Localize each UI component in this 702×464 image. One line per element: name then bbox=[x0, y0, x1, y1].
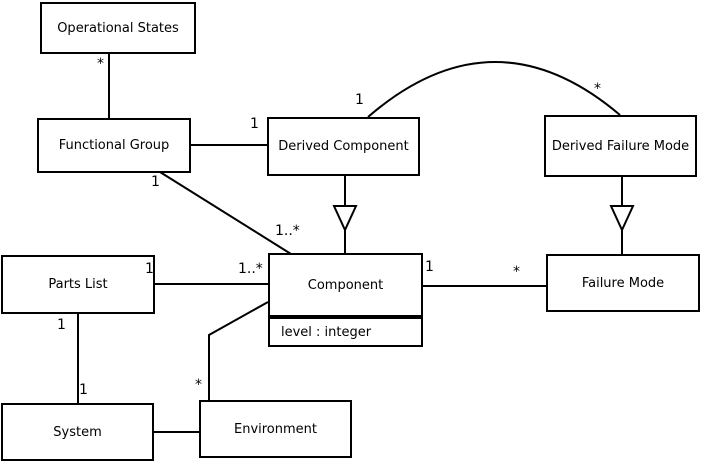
multiplicity-component-left-end: 1..* bbox=[238, 261, 263, 277]
multiplicity-failure-mode-end: * bbox=[513, 264, 520, 280]
class-derived-component: Derived Component bbox=[267, 117, 420, 176]
class-functional-group: Functional Group bbox=[37, 118, 191, 173]
class-component: Component level : integer bbox=[268, 253, 423, 347]
class-parts-list: Parts List bbox=[1, 255, 155, 314]
class-attribute-compartment: level : integer bbox=[270, 317, 421, 345]
class-failure-mode: Failure Mode bbox=[546, 254, 700, 312]
class-name-label: Parts List bbox=[48, 277, 108, 292]
class-attribute-label: level : integer bbox=[281, 324, 372, 340]
class-operational-states: Operational States bbox=[40, 2, 196, 54]
class-name-label: System bbox=[53, 424, 102, 440]
multiplicity-curve-derived-failure-mode-end: * bbox=[594, 81, 601, 97]
class-name-compartment: Component bbox=[270, 255, 421, 317]
class-name-label: Component bbox=[307, 277, 384, 293]
class-system: System bbox=[1, 403, 154, 461]
multiplicity-system-end: 1 bbox=[79, 382, 88, 398]
multiplicity-functional-group-end: 1 bbox=[151, 174, 160, 190]
multiplicity-parts-list-end: 1 bbox=[145, 261, 154, 277]
multiplicity-environment-end: * bbox=[195, 377, 202, 393]
multiplicity-component-top-end: 1..* bbox=[275, 223, 300, 239]
class-name-label: Functional Group bbox=[58, 138, 170, 153]
class-name-label: Environment bbox=[233, 421, 317, 437]
class-environment: Environment bbox=[199, 400, 352, 458]
class-derived-failure-mode: Derived Failure Mode bbox=[544, 115, 697, 177]
class-name-label: Derived Component bbox=[278, 139, 409, 154]
class-name-label: Derived Failure Mode bbox=[551, 138, 690, 154]
class-name-label: Operational States bbox=[57, 20, 179, 36]
multiplicity-operational-states-end: * bbox=[97, 56, 104, 72]
edge-derived-failure-mode-failure-mode-generalization bbox=[609, 176, 635, 255]
edge-functional-group-component bbox=[159, 171, 292, 255]
edge-derived-component-component-generalization bbox=[332, 175, 358, 254]
edge-derived-component-derived-failure-mode bbox=[367, 61, 621, 118]
generalization-arrowhead-icon bbox=[332, 205, 358, 233]
multiplicity-derived-component-end: 1 bbox=[250, 116, 259, 132]
multiplicity-parts-list-bottom-end: 1 bbox=[57, 317, 66, 333]
multiplicity-component-right-end: 1 bbox=[425, 259, 434, 275]
edge-environment-component bbox=[208, 301, 269, 401]
generalization-arrowhead-icon bbox=[609, 205, 635, 233]
multiplicity-curve-derived-component-end: 1 bbox=[355, 92, 364, 108]
class-name-label: Failure Mode bbox=[581, 275, 665, 291]
